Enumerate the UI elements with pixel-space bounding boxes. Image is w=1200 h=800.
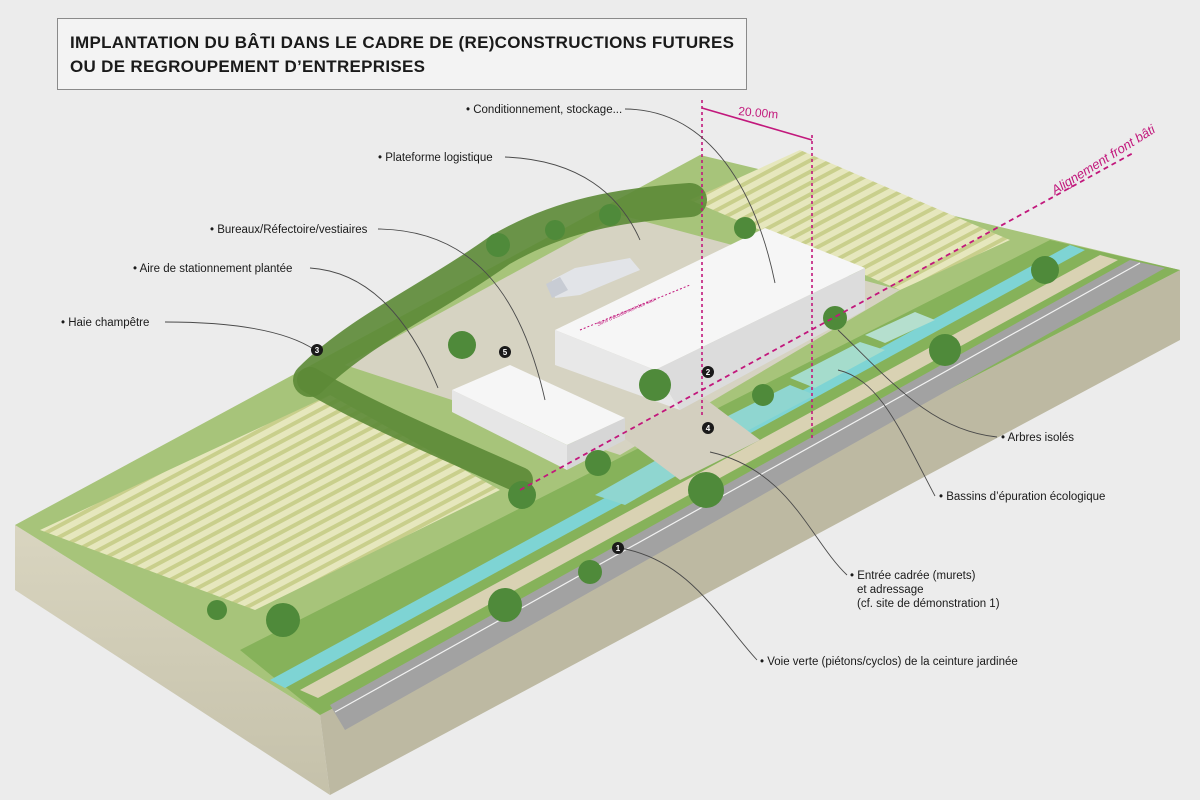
ground-block-right [320,270,1180,795]
office-side [567,418,625,470]
tree-icon [599,204,621,226]
tree-icon [585,450,611,476]
tree-icon [752,384,774,406]
marker-1 [612,542,624,554]
leader-haie [164,321,316,351]
leader-conditionnement [624,108,776,284]
svg-text:3: 3 [315,346,320,355]
entry-access [620,395,760,480]
number-markers: 1 2 3 4 5 [311,344,714,554]
label-entree-line-2: et adressage [857,584,924,596]
label-stationnement: • Aire de stationnement plantée [133,263,293,275]
label-bureaux: • Bureaux/Réfectoire/vestiaires [210,224,368,236]
leader-stationnement [309,267,439,389]
road [330,260,1165,730]
marker-4 [702,422,714,434]
tree-icon [1031,256,1059,284]
leader-bureaux [377,228,546,401]
marker-5 [499,346,511,358]
tree-icon [639,369,671,401]
tree-icon [545,220,565,240]
tree-icon [578,560,602,584]
label-arbres: • Arbres isolés [1001,432,1075,444]
tree-icon [207,600,227,620]
label-voie: • Voie verte (piétons/cyclos) de la cein… [760,656,1018,668]
pond-1 [595,458,690,505]
truck-icon [546,258,640,298]
label-entree-line-1: • Entrée cadrée (murets) [850,570,976,582]
tree-icon [486,233,510,257]
marker-2 [702,366,714,378]
label-haie: • Haie champêtre [61,317,150,329]
label-plateforme: • Plateforme logistique [378,152,493,164]
alignment-label: Alignement front bâti [1048,121,1159,198]
leader-entree [709,451,848,576]
dimension-guides [519,100,1136,491]
leader-plateforme [504,156,641,241]
warehouse-top [555,228,865,370]
label-entree-line-3: (cf. site de démonstration 1) [857,598,1000,610]
tree-icon [823,306,847,330]
road-edge [334,262,1141,713]
office-front [452,390,567,470]
label-bassins: • Bassins d’épuration écologique [939,491,1106,503]
svg-text:1: 1 [616,544,621,553]
tree-icon [688,472,724,508]
tree-icon [734,217,756,239]
marker-3 [311,344,323,356]
tree-icon [448,331,476,359]
leader-voie [619,547,758,661]
svg-text:2: 2 [706,368,711,377]
leader-bassins [837,369,936,497]
trees [207,204,1059,637]
title-line-1: IMPLANTATION DU BÂTI DANS LE CADRE DE (R… [70,33,735,52]
ground-block-front [15,525,330,795]
tree-icon [266,603,300,637]
pond-2 [720,385,815,432]
office-top [452,365,625,445]
dimension-label: 20.00m [738,104,779,121]
pond-4 [865,312,935,343]
tree-icon [508,481,536,509]
tree-icon [929,334,961,366]
tree-icon [488,588,522,622]
title-line-2: OU DE REGROUPEMENT D’ENTREPRISES [70,57,426,76]
right-crop-field [690,150,1010,290]
svg-text:4: 4 [706,424,711,433]
label-conditionnement: • Conditionnement, stockage... [466,104,623,116]
label-entree: • Entrée cadrée (murets) et adressage (c… [850,569,1000,611]
svg-text:5: 5 [503,348,508,357]
annotation-leaders [164,108,998,661]
leader-arbres [837,329,998,438]
left-crop-field [40,395,500,610]
hedge-west [297,367,533,493]
diagram-title-box: IMPLANTATION DU BÂTI DANS LE CADRE DE (R… [57,18,747,90]
